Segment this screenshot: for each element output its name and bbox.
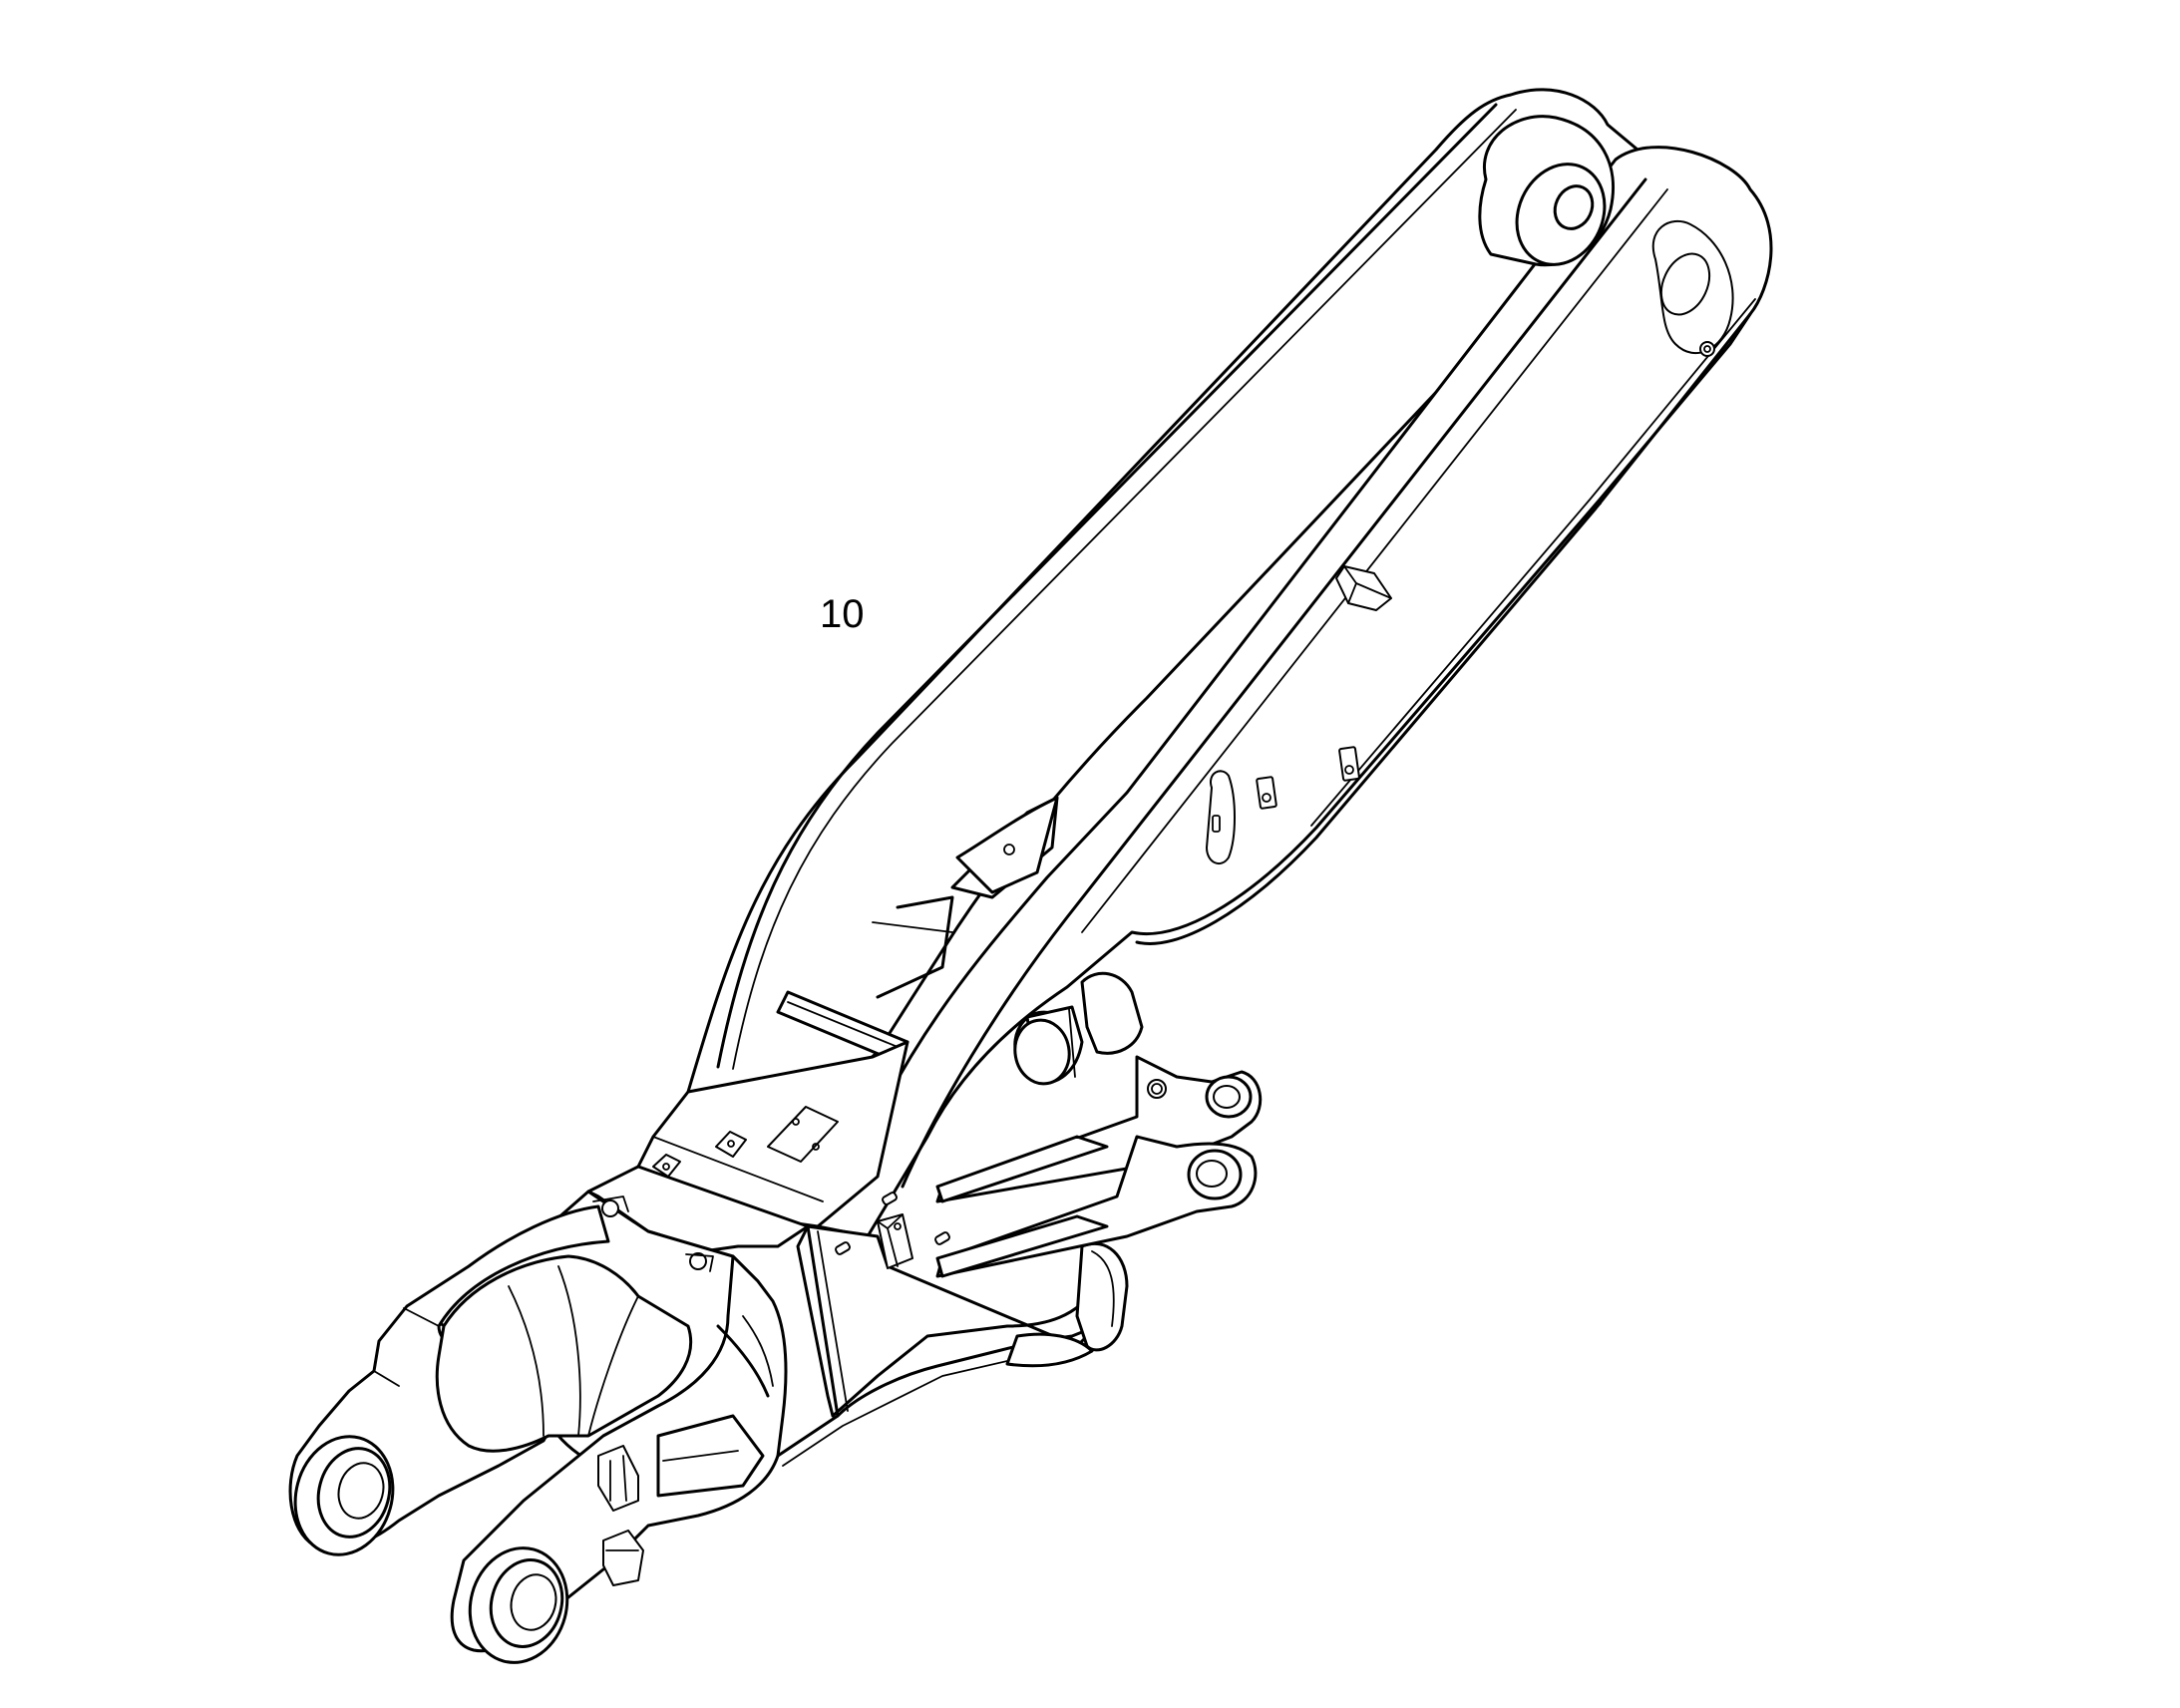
mid-bolt bbox=[1003, 844, 1015, 855]
fork-bolt-left bbox=[601, 1199, 619, 1217]
deck-plate-large bbox=[767, 1106, 839, 1163]
fork-inner-cylinder bbox=[435, 1254, 693, 1453]
top-pivot-hole-right bbox=[1651, 219, 1734, 357]
arm-bottom-flange-inner bbox=[1310, 298, 1756, 827]
lower-cylinder bbox=[1005, 1241, 1129, 1368]
deck-plate-small-1 bbox=[715, 1131, 747, 1158]
arm-far-plate bbox=[686, 88, 1639, 1109]
arm-near-plate bbox=[816, 146, 1773, 1238]
side-studs bbox=[835, 1192, 950, 1255]
fork-right-boss bbox=[468, 1546, 569, 1664]
fork-left-boss bbox=[293, 1435, 395, 1556]
arm-web-seam bbox=[1585, 503, 1602, 519]
lower-underside bbox=[776, 1324, 1099, 1458]
arm-top-flange bbox=[716, 103, 1498, 1069]
arm-mid-boss bbox=[1335, 565, 1392, 611]
side-bracket-upper bbox=[935, 1055, 1263, 1203]
top-pivot-boss-left bbox=[1478, 115, 1616, 267]
side-bracket-lower bbox=[935, 1135, 1258, 1278]
deck-plate-small-2 bbox=[652, 1154, 681, 1178]
arm-top-flange-inner bbox=[732, 109, 1517, 1070]
arm-lower-holes bbox=[1206, 746, 1360, 865]
fork-web-opening bbox=[656, 1414, 765, 1498]
callout-label-10: 10 bbox=[820, 592, 865, 636]
side-block bbox=[877, 1213, 913, 1269]
fork-bracket bbox=[597, 1445, 644, 1586]
pivot-cylinder bbox=[1013, 971, 1144, 1086]
arm-near-plate-edge bbox=[901, 177, 1647, 1189]
fork-bolt-mid bbox=[689, 1252, 707, 1270]
arm-near-plate-edge-inner bbox=[1081, 188, 1668, 933]
arm-bottom-flange bbox=[1135, 312, 1752, 945]
